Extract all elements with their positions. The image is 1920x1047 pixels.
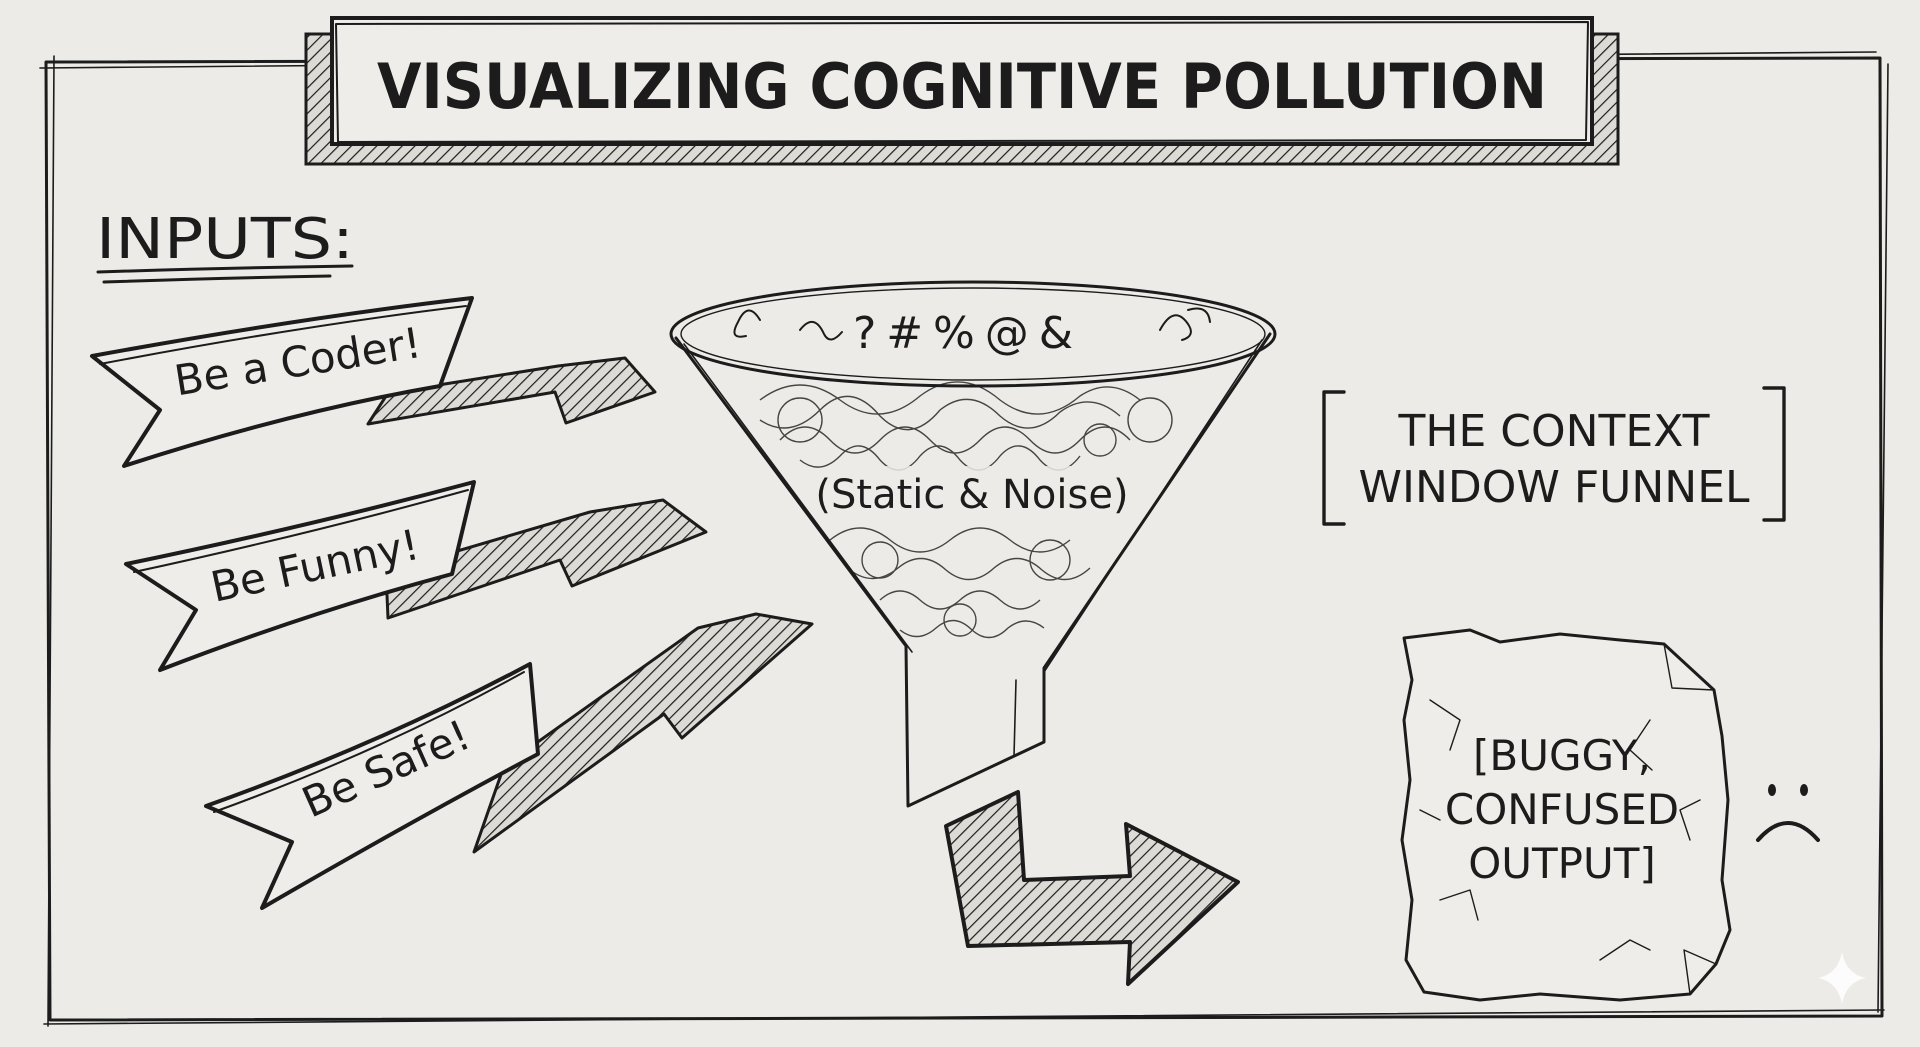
input-banner-coder: Be a Coder!: [92, 298, 655, 466]
inputs-heading: INPUTS:: [96, 207, 354, 282]
funnel-caption-line2: WINDOW FUNNEL: [1358, 462, 1750, 513]
output-line2: CONFUSED: [1445, 785, 1679, 834]
output-line3: OUTPUT]: [1468, 839, 1656, 888]
funnel-caption: THE CONTEXT WINDOW FUNNEL: [1324, 388, 1784, 524]
output-arrow: [946, 792, 1238, 984]
output-line1: [BUGGY,: [1473, 731, 1651, 780]
title-banner: VISUALIZING COGNITIVE POLLUTION: [306, 18, 1618, 164]
funnel-symbols: ?#%@&: [853, 308, 1073, 359]
output-paper: [BUGGY, CONFUSED OUTPUT]: [1402, 630, 1730, 1000]
funnel-caption-line1: THE CONTEXT: [1398, 406, 1710, 457]
title: VISUALIZING COGNITIVE POLLUTION: [377, 50, 1547, 123]
sparkle-icon: [1818, 952, 1866, 1004]
input-banner-funny: Be Funny!: [126, 482, 706, 670]
context-funnel: ?#%@& (Static & Noise): [671, 282, 1275, 806]
funnel-noise-label: (Static & Noise): [815, 472, 1128, 518]
inputs-heading-text: INPUTS:: [96, 207, 354, 272]
sad-face-icon: [1758, 784, 1818, 840]
input-banner-safe: Be Safe!: [206, 614, 812, 908]
